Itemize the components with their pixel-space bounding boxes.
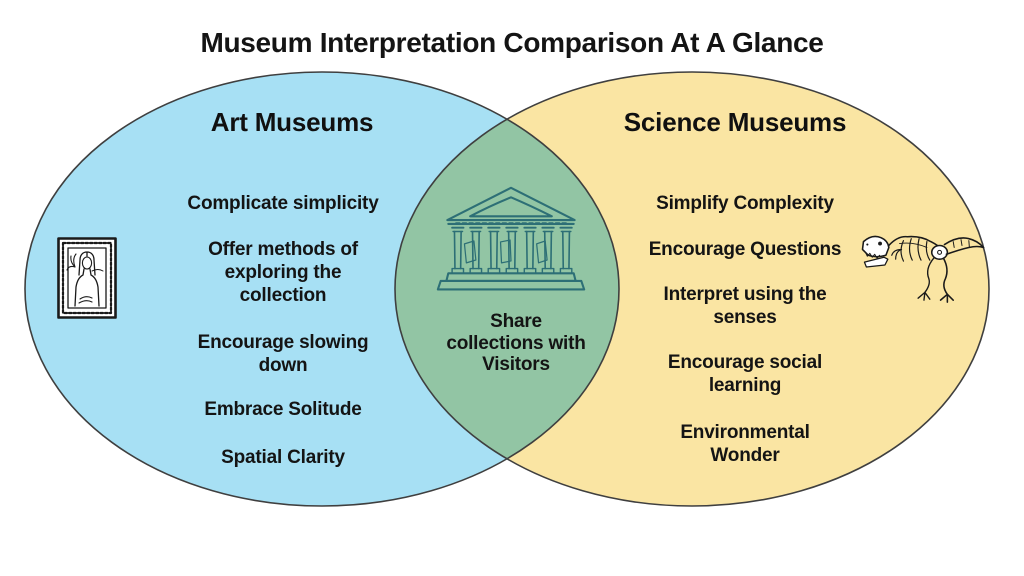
left-item-3: Encourage slowing down (197, 332, 369, 376)
right-item-1: Simplify Complexity (656, 193, 834, 214)
overlap-label: Share collections with Visitors (446, 311, 586, 375)
art-museums-ellipse-outline (24, 71, 620, 507)
trex-skeleton-icon (861, 235, 985, 303)
right-item-3: Interpret using the senses (663, 284, 827, 328)
right-item-2: Encourage Questions (648, 239, 842, 260)
right-item-5: Environmental Wonder (680, 422, 810, 466)
framed-portrait-icon (57, 237, 117, 319)
right-item-4: Encourage social learning (667, 352, 823, 396)
overlap-region (395, 72, 619, 506)
right-circle-label: Science Museums (623, 107, 847, 137)
left-item-2: Offer methods of exploring the collectio… (208, 239, 358, 306)
left-circle-label: Art Museums (210, 107, 374, 137)
page-title: Museum Interpretation Comparison At A Gl… (200, 27, 824, 58)
left-item-4: Embrace Solitude (204, 399, 362, 420)
science-museums-ellipse-outline (394, 71, 990, 507)
left-item-1: Complicate simplicity (187, 193, 379, 214)
left-item-5: Spatial Clarity (221, 447, 345, 468)
museum-temple-icon (436, 186, 586, 291)
